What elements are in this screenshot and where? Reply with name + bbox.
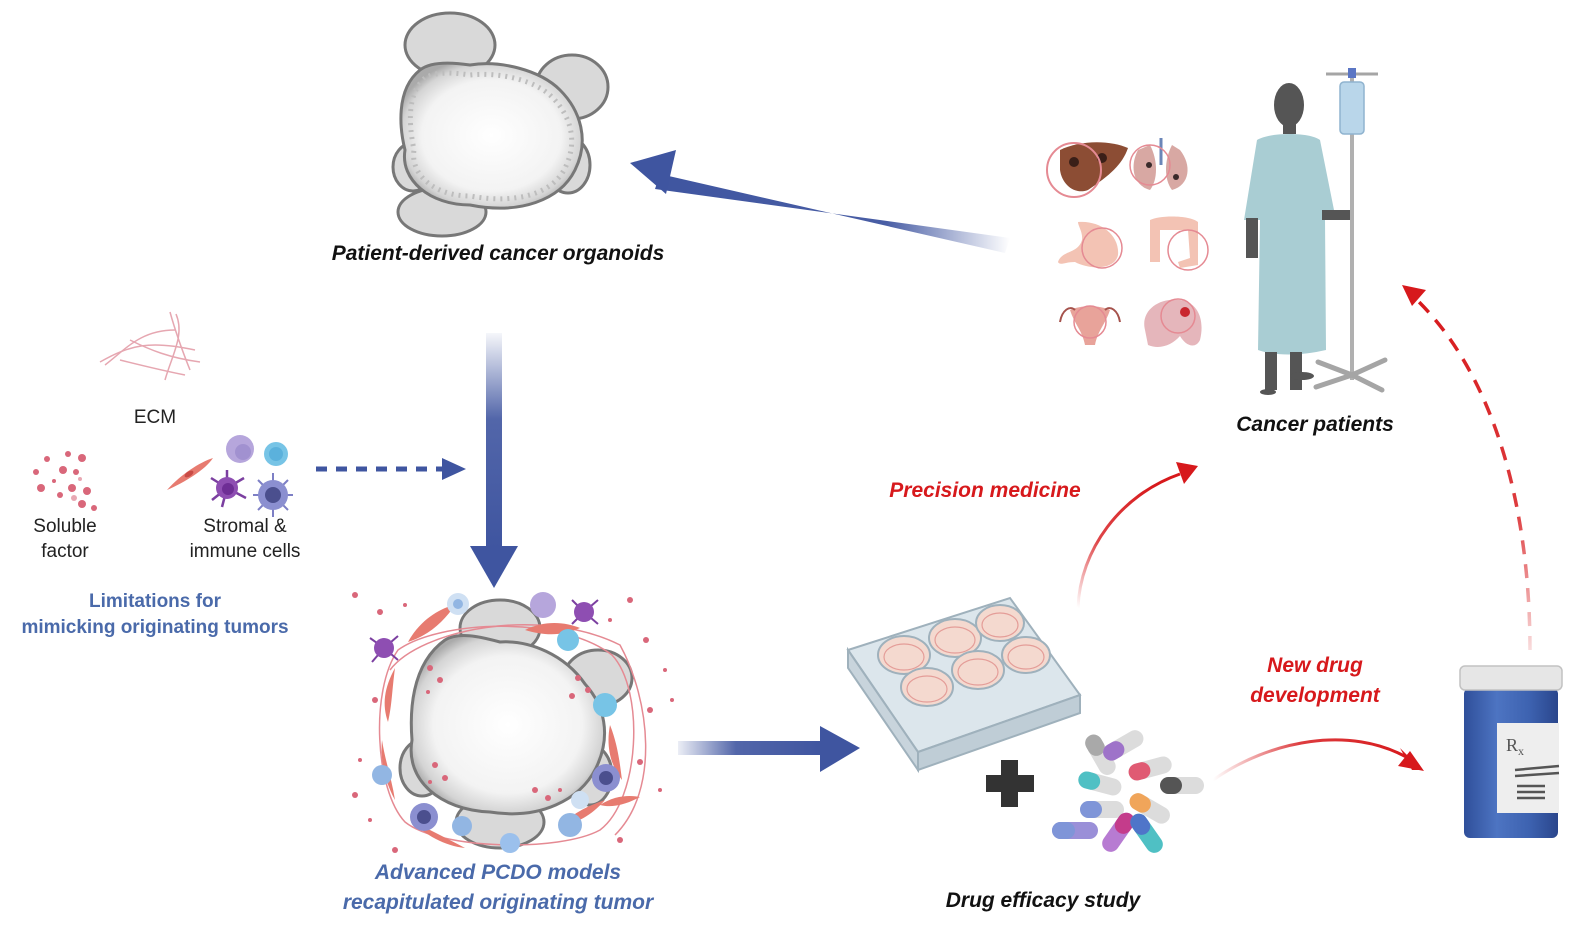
arrow-drug-to-patients-dashed <box>1402 285 1532 651</box>
drug-efficacy-label: Drug efficacy study <box>945 889 1141 912</box>
lungs-icon <box>1129 138 1188 190</box>
stromal-immune-label-line2: immune cells <box>189 541 301 562</box>
rx-x: x <box>1518 744 1524 758</box>
arrow-new-drug-development <box>1212 738 1424 782</box>
soluble-factor-label-line2: factor <box>41 541 89 562</box>
rx-symbol-icon: Rx <box>1505 735 1525 759</box>
arrow-advanced-to-drug-study <box>678 726 860 772</box>
new-drug-development-line1: New drug <box>1267 654 1363 677</box>
advanced-pcdo-label-line2: recapitulated originating tumor <box>342 891 654 914</box>
soluble-factor-label-line1: Soluble <box>33 516 97 537</box>
limitations-label-line2: mimicking originating tumors <box>21 617 289 638</box>
stromal-immune-label-line1: Stromal & <box>203 516 287 537</box>
stromal-immune-cells-icon <box>167 435 293 517</box>
medicine-bottle-icon <box>1459 665 1563 838</box>
arrow-patients-to-organoids <box>630 150 1010 253</box>
iv-pole-icon <box>1313 68 1388 393</box>
ecm-fibers-icon <box>99 311 201 381</box>
organs-icon-group <box>1046 138 1209 347</box>
advanced-pcdo-model-icon <box>352 592 674 853</box>
organoid-icon <box>391 11 610 238</box>
advanced-pcdo-label: Advanced PCDO models recapitulated origi… <box>298 858 698 918</box>
culture-plate-icon <box>846 596 1082 774</box>
new-drug-development-label: New drug development <box>1215 651 1415 711</box>
stromal-immune-label: Stromal & immune cells <box>170 514 320 564</box>
liver-icon <box>1046 142 1128 198</box>
advanced-pcdo-label-line1: Advanced PCDO models <box>374 861 622 884</box>
patient-figure-icon <box>1244 83 1350 395</box>
ecm-label: ECM <box>133 407 177 428</box>
arrow-precision-medicine <box>1076 462 1198 609</box>
organoids-label: Patient-derived cancer organoids <box>331 242 665 265</box>
limitations-label-line1: Limitations for <box>89 591 221 612</box>
arrow-organoids-to-advanced <box>470 333 518 588</box>
soluble-factor-label: Soluble factor <box>10 514 120 564</box>
precision-medicine-label: Precision medicine <box>889 479 1081 502</box>
rx-r: R <box>1505 735 1518 755</box>
new-drug-development-line2: development <box>1250 684 1380 707</box>
cancer-patients-label: Cancer patients <box>1236 413 1394 436</box>
uterus-icon <box>1059 305 1121 345</box>
plus-icon <box>986 760 1034 807</box>
limitations-label: Limitations for mimicking originating tu… <box>0 589 310 641</box>
stomach-icon <box>1058 221 1123 269</box>
colon-icon <box>1150 216 1209 271</box>
arrow-components-dashed <box>316 458 466 480</box>
soluble-factor-icon <box>33 451 97 511</box>
brain-icon <box>1144 298 1202 347</box>
drug-capsules-icon <box>1052 730 1204 853</box>
